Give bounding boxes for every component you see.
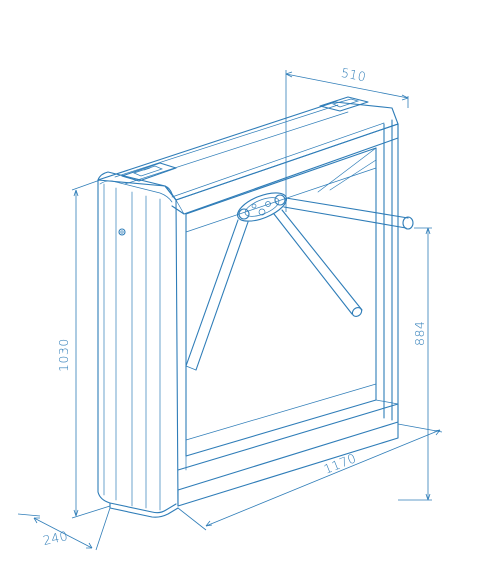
depth-label: 510 — [340, 65, 368, 85]
tripod-hub — [236, 192, 288, 222]
frame — [177, 119, 399, 507]
front-pillar — [97, 171, 179, 518]
length-label: 1170 — [322, 450, 359, 477]
dimension-height-total: 1030 — [56, 179, 111, 519]
arm-height-label: 884 — [412, 321, 427, 346]
tripod-arm-down-left — [185, 219, 249, 371]
top-beam — [97, 101, 399, 215]
height-total-label: 1030 — [56, 338, 71, 372]
tripod-arm-horizontal — [283, 197, 414, 230]
card-reader-front — [121, 162, 177, 182]
dimension-depth: 510 — [285, 65, 409, 212]
width-label: 240 — [42, 528, 70, 548]
dimension-width: 240 — [17, 507, 111, 551]
tripod-arm-down-right — [273, 209, 363, 317]
dimension-arm-height: 884 — [398, 227, 432, 501]
card-reader-back — [319, 96, 369, 112]
dimension-length: 1170 — [177, 423, 443, 531]
